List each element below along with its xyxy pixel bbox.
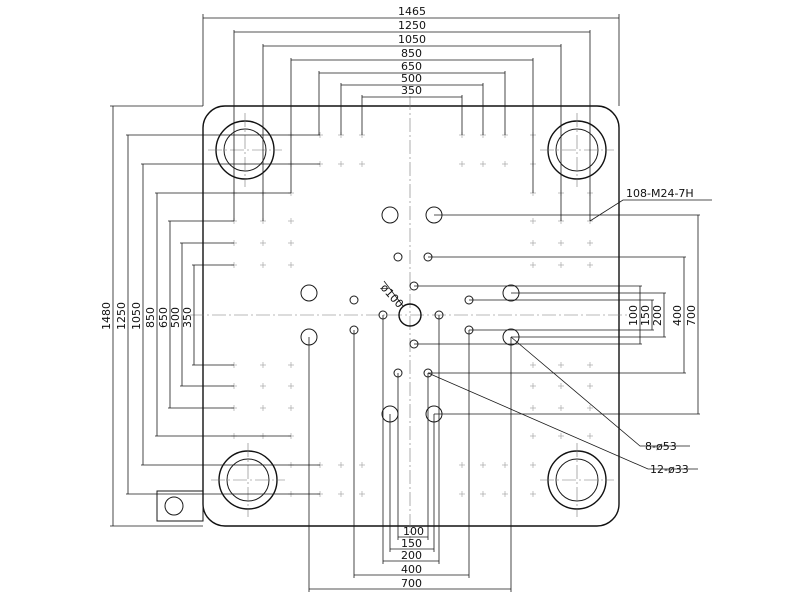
left-dim-850: 850 xyxy=(144,307,157,328)
top-dimensions xyxy=(202,14,620,221)
tie-bar-bottom-right xyxy=(540,443,614,517)
bottom-dim-150: 150 xyxy=(401,537,422,550)
top-dim-350: 350 xyxy=(401,84,422,97)
tie-bar-bottom-left xyxy=(211,443,285,517)
tapped-hole-grid xyxy=(231,132,593,497)
large-holes-callout: 8-ø53 xyxy=(645,440,677,453)
top-dim-1465: 1465 xyxy=(398,5,426,18)
right-dim-100: 100 xyxy=(627,305,640,326)
right-dim-400: 400 xyxy=(671,305,684,326)
locating-tab-hole xyxy=(164,496,184,516)
right-dimensions xyxy=(414,214,700,415)
top-dim-500: 500 xyxy=(401,72,422,85)
top-dim-1250: 1250 xyxy=(398,19,426,32)
bottom-dim-200: 200 xyxy=(401,549,422,562)
left-dimensions xyxy=(110,105,320,527)
right-dim-700: 700 xyxy=(685,305,698,326)
right-dim-200: 200 xyxy=(651,305,664,326)
locating-tab xyxy=(156,490,204,522)
platen-outline xyxy=(202,105,620,527)
left-dim-1250: 1250 xyxy=(115,302,128,330)
left-dim-350: 350 xyxy=(181,307,194,328)
bottom-dim-700: 700 xyxy=(401,577,422,590)
left-dim-1050: 1050 xyxy=(130,302,143,330)
left-dim-1480: 1480 xyxy=(100,302,113,330)
small-holes-leader xyxy=(427,372,698,470)
small-holes-callout: 12-ø33 xyxy=(650,463,689,476)
top-dim-650: 650 xyxy=(401,60,422,73)
center-hole-label: ø100 xyxy=(378,281,406,310)
center-hole-leader xyxy=(383,280,404,307)
bottom-dimensions xyxy=(308,315,512,592)
right-dim-150: 150 xyxy=(639,305,652,326)
left-dim-650: 650 xyxy=(157,307,170,328)
tapped-holes-leader xyxy=(589,199,712,222)
tapped-holes-callout: 108-M24-7H xyxy=(626,187,694,200)
tie-bar-top-left xyxy=(208,113,282,187)
bottom-dim-100: 100 xyxy=(403,525,424,538)
tie-bar-top-right xyxy=(540,113,614,187)
top-dim-850: 850 xyxy=(401,47,422,60)
top-dim-1050: 1050 xyxy=(398,33,426,46)
bottom-dim-400: 400 xyxy=(401,563,422,576)
left-dim-500: 500 xyxy=(169,307,182,328)
large-holes-leader xyxy=(510,336,690,447)
center-hole xyxy=(398,303,422,327)
